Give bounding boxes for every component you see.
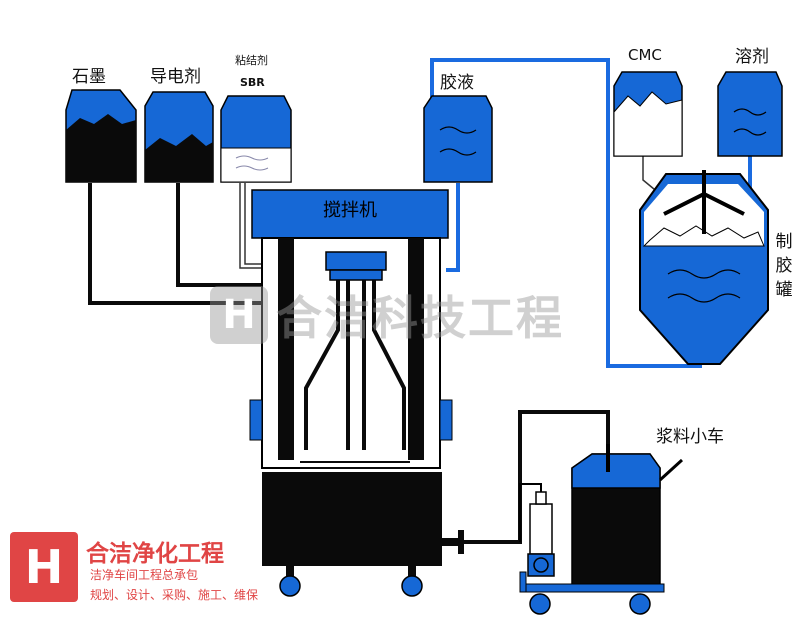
graphite-label: 石墨 — [72, 67, 106, 87]
glue-liquid-label: 胶液 — [440, 73, 474, 93]
solvent-hopper — [717, 71, 783, 157]
cmc-label: CMC — [628, 46, 662, 64]
sbr-label: SBR — [240, 76, 265, 89]
slurry-cart — [519, 444, 684, 615]
binder-hopper — [220, 95, 292, 183]
glue-liquid-hopper — [423, 95, 493, 183]
company-name: 合洁净化工程 — [86, 541, 224, 567]
slurry-cart-label: 浆料小车 — [656, 427, 724, 447]
mixer-label: 搅拌机 — [323, 200, 377, 221]
watermark-text: 合洁科技工程 — [276, 291, 564, 345]
company-slogan-1: 洁净车间工程总承包 — [90, 568, 199, 582]
mixer — [249, 189, 464, 597]
watermark: H 合洁科技工程 — [210, 282, 564, 348]
cmc-hopper — [613, 71, 683, 157]
binder-pipe — [239, 183, 262, 269]
glue-tank — [639, 170, 769, 365]
company-slogan-2: 规划、设计、采购、施工、维保 — [90, 588, 259, 602]
glue-tank-char-2: 胶 — [775, 256, 793, 276]
company-logo-icon: H — [10, 532, 78, 602]
conductive-agent-label: 导电剂 — [150, 67, 201, 87]
glue-tank-char-3: 罐 — [775, 280, 793, 300]
glue-tank-label: 制 胶 罐 — [774, 230, 794, 302]
binder-label: 粘结剂 — [235, 54, 268, 67]
black-pipes — [88, 183, 610, 544]
watermark-logo-icon: H — [210, 286, 268, 344]
conductive-agent-hopper — [144, 91, 214, 183]
glue-tank-char-1: 制 — [775, 232, 793, 252]
solvent-label: 溶剂 — [735, 47, 769, 67]
graphite-hopper — [65, 89, 137, 183]
